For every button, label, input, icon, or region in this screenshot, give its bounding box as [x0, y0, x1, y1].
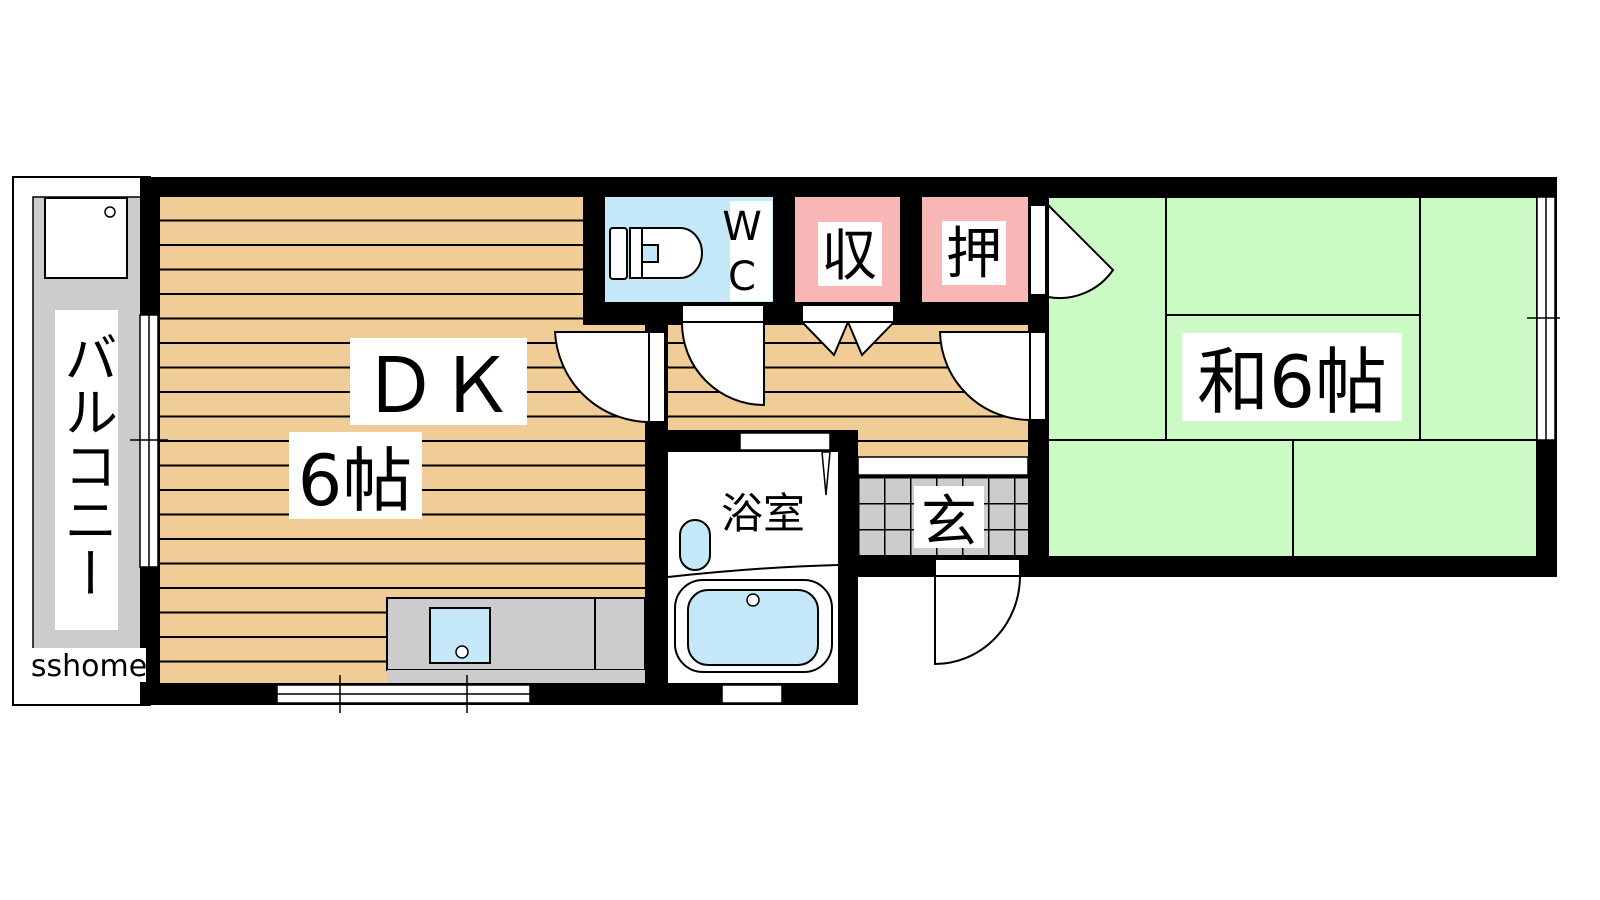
closet-label: 押: [946, 222, 1002, 287]
bathtub-icon: [674, 579, 833, 673]
balcony-label: バルコニー: [55, 330, 118, 600]
windows: [130, 196, 1560, 713]
dk-label: ＤＫ: [362, 341, 514, 430]
bath-label: 浴室: [721, 489, 805, 538]
dk-size-label: 6帖: [298, 440, 413, 522]
hall-floor-lower: [858, 430, 1028, 457]
balcony: [12, 176, 151, 706]
wc-label-w: W: [722, 204, 762, 250]
storage-label: 収: [821, 224, 877, 289]
entrance-label: 玄: [921, 490, 977, 555]
washing-machine-icon: [44, 197, 128, 279]
bathroom: [667, 451, 839, 683]
washitsu-label: 和6帖: [1197, 340, 1387, 424]
entrance-step: [857, 456, 1029, 476]
wc-label-c: C: [728, 254, 756, 300]
toilet-icon: [609, 227, 703, 280]
kitchen-counter: [386, 597, 646, 683]
doors: [553, 202, 1115, 666]
watermark: sshome: [31, 649, 147, 684]
